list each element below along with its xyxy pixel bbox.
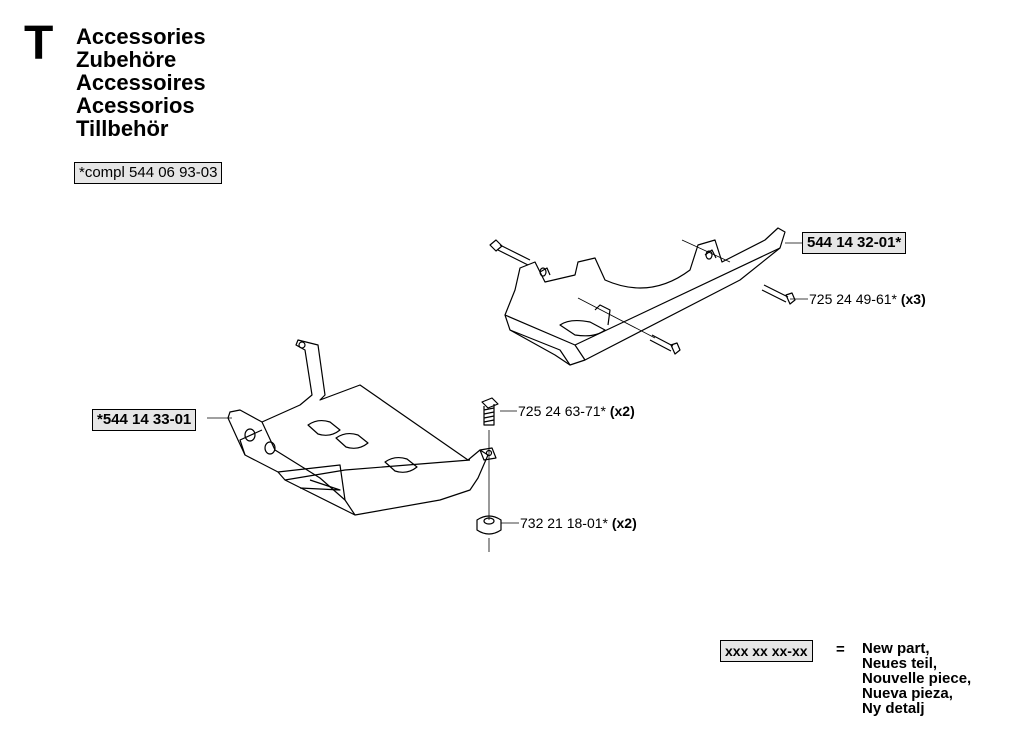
legend-line-fr: Nouvelle piece, <box>862 670 972 687</box>
kit-label: *compl 544 06 93-03 <box>74 162 223 184</box>
screw-upper-qty: (x3) <box>900 291 926 307</box>
lower-screw-and-nut-drawing <box>476 397 502 552</box>
legend-line-es: Nueva pieza, <box>862 685 953 702</box>
nut-number: 732 21 18-01* <box>520 515 608 531</box>
legend-line-sv: Ny detalj <box>862 700 925 717</box>
legend-line-en: New part, <box>862 640 930 657</box>
legend-line-de: Neues teil, <box>862 655 938 672</box>
legend-equals: = <box>836 641 845 658</box>
nut-qty: (x2) <box>611 515 637 531</box>
lower-guard-drawing <box>227 339 497 516</box>
title-es: Acessorios <box>76 93 195 118</box>
callout-screw-lower: 725 24 63-71* (x2) <box>518 403 635 419</box>
legend-text: New part, Neues teil, Nouvelle piece, Nu… <box>862 641 971 716</box>
section-letter: T <box>24 17 54 70</box>
screw-upper-number: 725 24 49-61* <box>809 291 897 307</box>
callout-nut: 732 21 18-01* (x2) <box>520 515 637 531</box>
callout-screw-upper: 725 24 49-61* (x3) <box>809 291 926 307</box>
title-sv: Tillbehör <box>76 116 169 141</box>
screw-lower-qty: (x2) <box>609 403 635 419</box>
callout-lower-guard: *544 14 33-01 <box>92 409 197 431</box>
callout-upper-guard: 544 14 32-01* <box>802 232 907 254</box>
screw-lower-number: 725 24 63-71* <box>518 403 606 419</box>
legend-key: xxx xx xx-xx <box>720 640 813 662</box>
leader-lines <box>207 242 808 524</box>
title-en: Accessories <box>76 24 206 49</box>
upper-screws-drawing <box>489 239 796 355</box>
title-fr: Accessoires <box>76 70 206 95</box>
upper-guard-drawing <box>504 227 786 366</box>
title-de: Zubehöre <box>76 47 177 72</box>
title-block: Accessories Zubehöre Accessoires Acessor… <box>76 25 206 140</box>
